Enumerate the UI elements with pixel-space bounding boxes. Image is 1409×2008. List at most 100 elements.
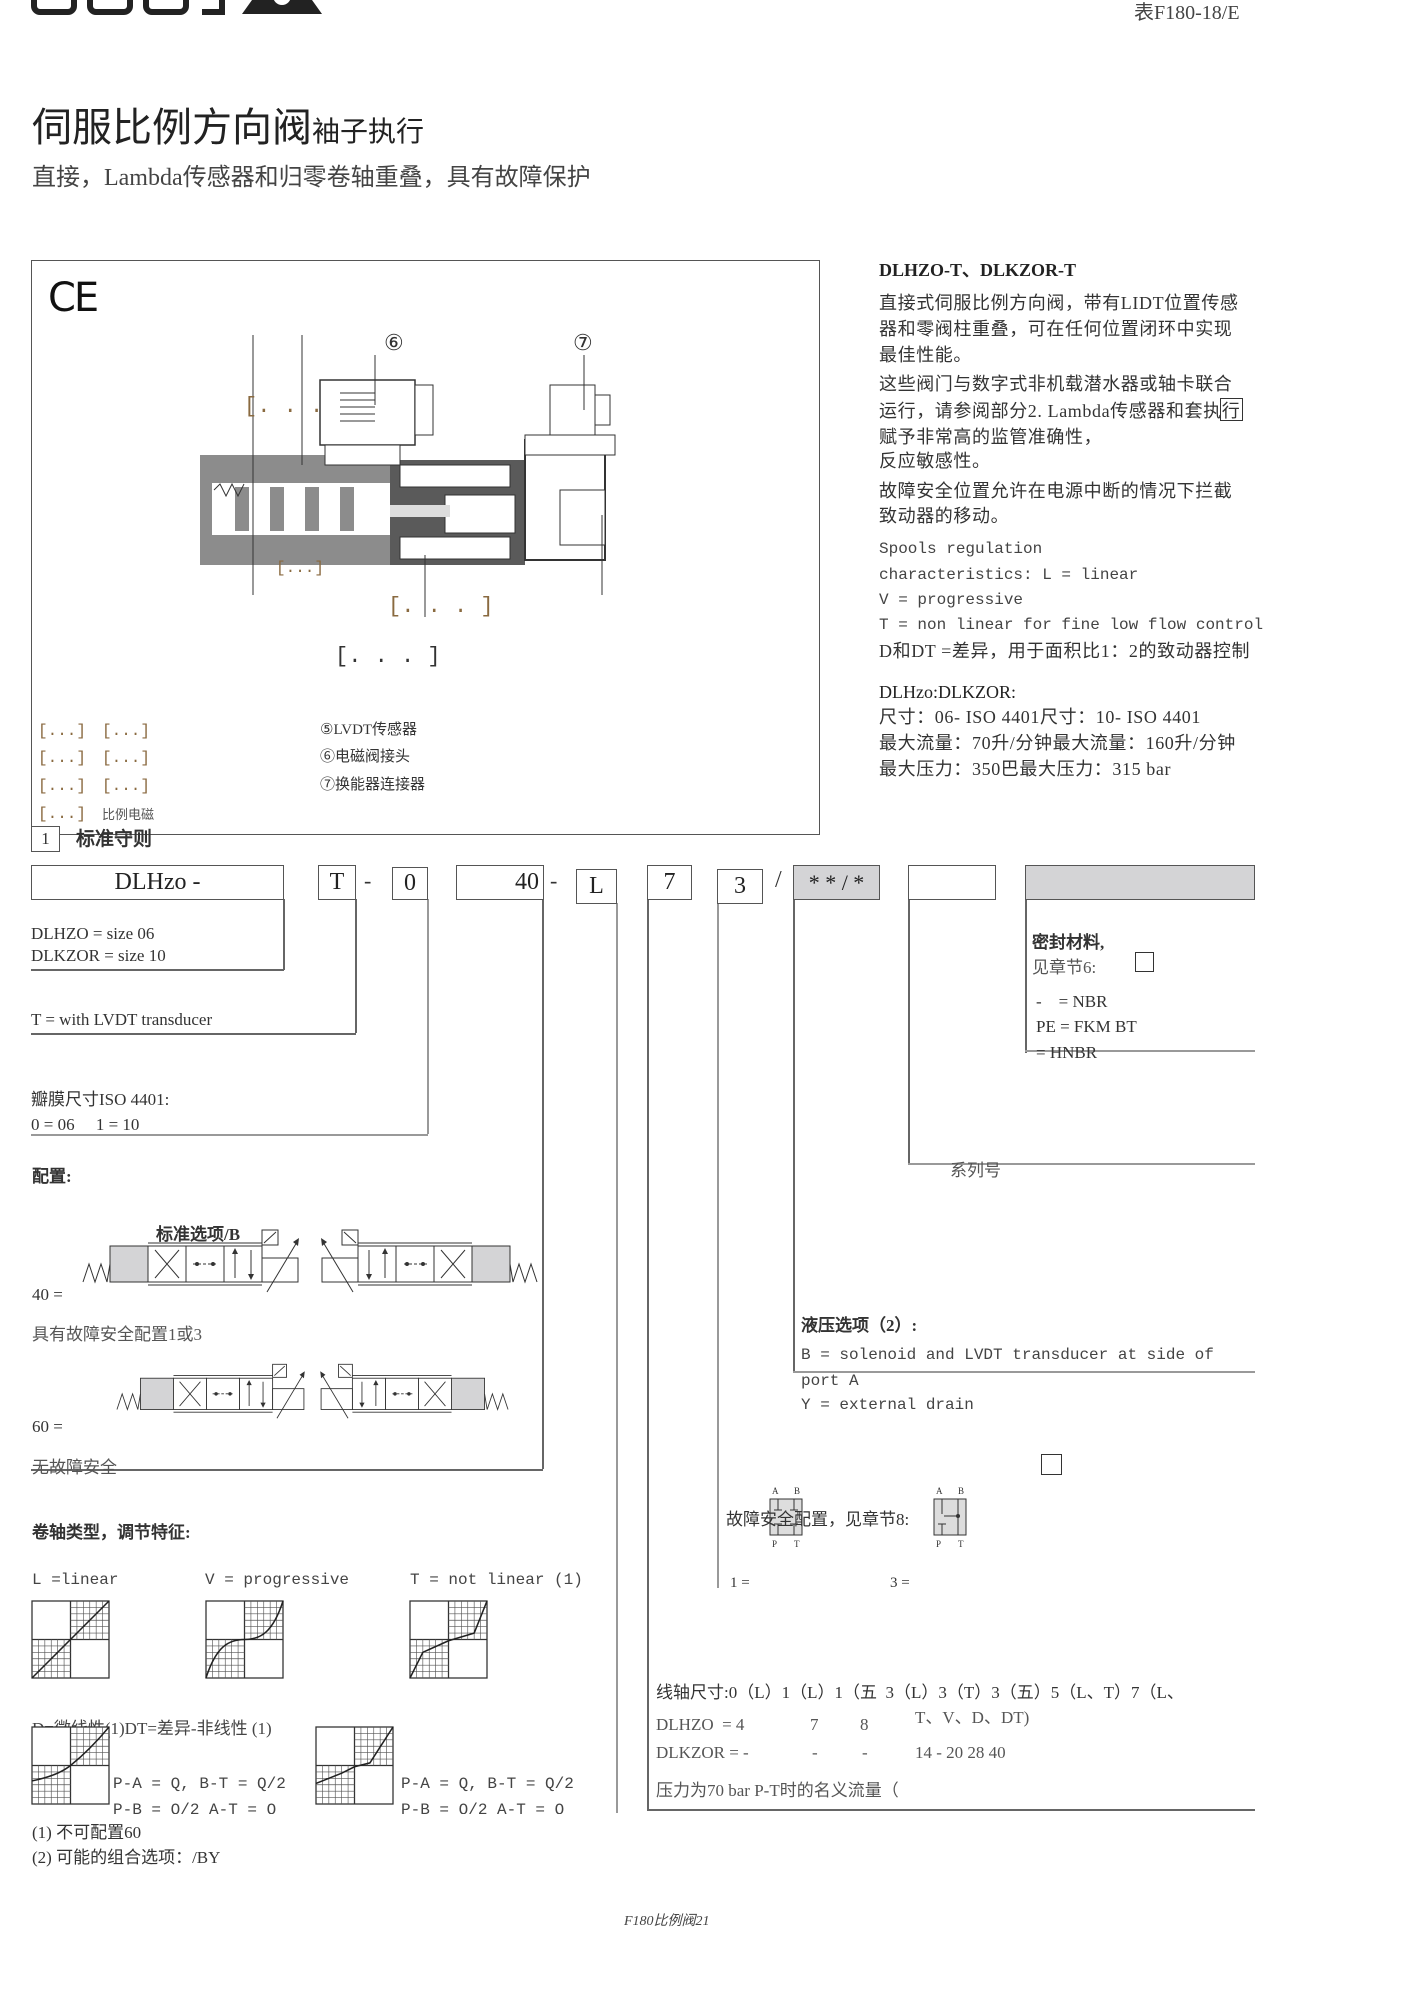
hydraulic-option: B = solenoid and LVDT transducer at side… [801, 1346, 1214, 1364]
dlkzor-size-cell: 14 - 20 28 40 [915, 1743, 1006, 1762]
description-line: 这些阀门与数字式非机载潜水器或轴卡联合 [879, 374, 1233, 394]
port-b-label: B [794, 1486, 800, 1496]
spool-dt-graph [315, 1726, 394, 1805]
failsafe-3-symbol: A B P T [933, 1486, 967, 1549]
placeholder-box [1220, 398, 1243, 421]
seal-option: = HNBR [1036, 1043, 1098, 1062]
spool-d-curve [31, 1726, 110, 1782]
spools-line: characteristics: L = linear [879, 566, 1139, 584]
footnote: (2) 可能的组合选项：/BY [32, 1848, 221, 1867]
code-dash: - [550, 868, 558, 893]
code-options-field: * * / * [793, 865, 880, 900]
legend-item: [...] [102, 749, 151, 767]
hydraulic-option: Y = external drain [801, 1396, 974, 1414]
legend-item: [...] [38, 805, 87, 823]
code-config-field: 40 [456, 865, 544, 900]
description-line: 最佳性能。 [879, 345, 972, 365]
legend-item: ⑦换能器连接器 [320, 777, 426, 793]
legend-item: [...] [38, 749, 87, 767]
flow-line: P-A = Q, B-T = Q/2 [401, 1775, 574, 1793]
spool-l-graph [31, 1600, 110, 1679]
spool-v-label: V = progressive [205, 1571, 350, 1589]
code-dash: - [364, 868, 372, 893]
title-main: 伺服比例方向阀 [32, 105, 312, 150]
failsafe-title: 故障安全配置，见章节8: [726, 1510, 910, 1529]
description-line: 故障安全位置允许在电源中断的情况下拦截 [879, 481, 1233, 501]
code-series-field [908, 865, 996, 900]
code-failsafe-field: 3 [717, 869, 763, 904]
legend-item: [...] [102, 777, 151, 795]
dlhzo-size-cell: 8 [860, 1715, 869, 1734]
description-line: 直接式伺服比例方向阀，带有LIDT位置传感 [879, 293, 1239, 313]
spool-size-header: 线轴尺寸:0（L）1（L）1（五 3（L）3（T）3（五）5（L、T）7（L、 [656, 1683, 1184, 1702]
spool-l-curve [31, 1600, 110, 1679]
config-40-label: 40 = [32, 1285, 63, 1304]
series-label: 系列号 [950, 1161, 1001, 1180]
config-60-label: 60 = [32, 1417, 63, 1436]
valve-cross-section-drawing [200, 335, 616, 617]
model-desc: DLHZO = size 06 [31, 924, 155, 943]
hydraulic-checkbox[interactable] [1041, 1454, 1062, 1475]
spool-v-graph [205, 1600, 284, 1679]
callout-7: ⑦ [573, 330, 593, 355]
seal-option: - = NBR [1036, 992, 1108, 1011]
page-subtitle: 直接，Lambda传感器和归零卷轴重叠，具有故障保护 [32, 165, 591, 191]
callout-label: [...] [276, 559, 325, 577]
hydraulic-option: port A [801, 1372, 859, 1390]
description-line: 器和零阀柱重叠，可在任何位置闭环中实现 [879, 319, 1233, 339]
failsafe-option: 3 = [890, 1575, 910, 1591]
spool-d-graph [31, 1726, 110, 1805]
spool-t-label: T = not linear (1) [410, 1571, 583, 1589]
spec-line: 尺寸：06- ISO 4401尺寸：10- ISO 4401 [879, 707, 1201, 727]
legend-item: ⑥电磁阀接头 [320, 749, 411, 765]
description-line: 致动器的移动。 [879, 506, 1010, 526]
spool-dt-curve [315, 1726, 394, 1785]
config-60-symbol-option-b [319, 1363, 509, 1419]
failsafe-option: 1 = [730, 1575, 750, 1591]
description-line: 反应敏感性。 [879, 451, 991, 471]
code-transducer-field: T [318, 865, 356, 900]
description-line: 赋予非常高的监管准确性， [879, 427, 1103, 447]
spools-line: D和DT =差异，用于面积比1：2的致动器控制 [879, 641, 1251, 661]
valve-size-title: 瓣膜尺寸ISO 4401: [31, 1090, 170, 1109]
legend-item: [...] [102, 722, 151, 740]
specs-title: DLHzo:DLKZOR: [879, 682, 1016, 702]
flow-line: P-B = Q/2 A-T = Q [401, 1801, 565, 1814]
dlkzor-size-cell: DLKZOR = - [656, 1743, 749, 1762]
callout-label: [. . . ] [388, 594, 494, 619]
failsafe-1-symbol: A B P T [769, 1486, 803, 1549]
spools-line: V = progressive [879, 591, 1024, 609]
spools-line: T = non linear for fine low flow control [879, 616, 1264, 634]
model-desc: DLKZOR = size 10 [31, 946, 166, 965]
spools-line: Spools regulation [879, 540, 1043, 558]
flow-line: P-B = Q/2 A-T = Q [113, 1801, 277, 1814]
code-spool-type-field: L [576, 869, 617, 904]
atos-logo [31, 0, 322, 15]
std-option-label: 标准选项/B [156, 1225, 241, 1244]
description-title: DLHZO-T、DLKZOR-T [879, 260, 1077, 280]
dlkzor-size-cell: - [862, 1743, 868, 1762]
section-number: 1 [31, 826, 60, 852]
doc-code: 表F180-18/E [1134, 2, 1240, 24]
legend-item: 比例电磁 [102, 807, 155, 822]
legend-item: [...] [38, 722, 87, 740]
figure-box [31, 260, 820, 835]
ce-mark: CE [48, 275, 99, 321]
code-seal-field [1025, 865, 1255, 900]
dlhzo-size-cell: 7 [810, 1715, 819, 1734]
spool-v-curve [205, 1600, 284, 1679]
page-footer: F180比例阀21 [624, 1914, 710, 1929]
page-title: 伺服比例方向阀袖子执行 [32, 108, 424, 148]
port-a-label: A [772, 1486, 779, 1496]
spool-l-label: L =linear [32, 1571, 119, 1589]
spec-line: 最大流量：70升/分钟最大流量：160升/分钟 [879, 733, 1236, 753]
spool-t-curve [409, 1600, 488, 1679]
spool-t-graph [409, 1600, 488, 1679]
callout-label: [. . . ] [335, 644, 441, 669]
seal-checkbox[interactable] [1135, 952, 1154, 972]
code-spool-size-field: 7 [647, 865, 692, 900]
legend-item: [...] [38, 777, 87, 795]
callout-label: [. . . [244, 394, 324, 419]
failsafe-note: 具有故障安全配置1或3 [32, 1325, 202, 1344]
code-size-field: 0 [392, 867, 428, 900]
